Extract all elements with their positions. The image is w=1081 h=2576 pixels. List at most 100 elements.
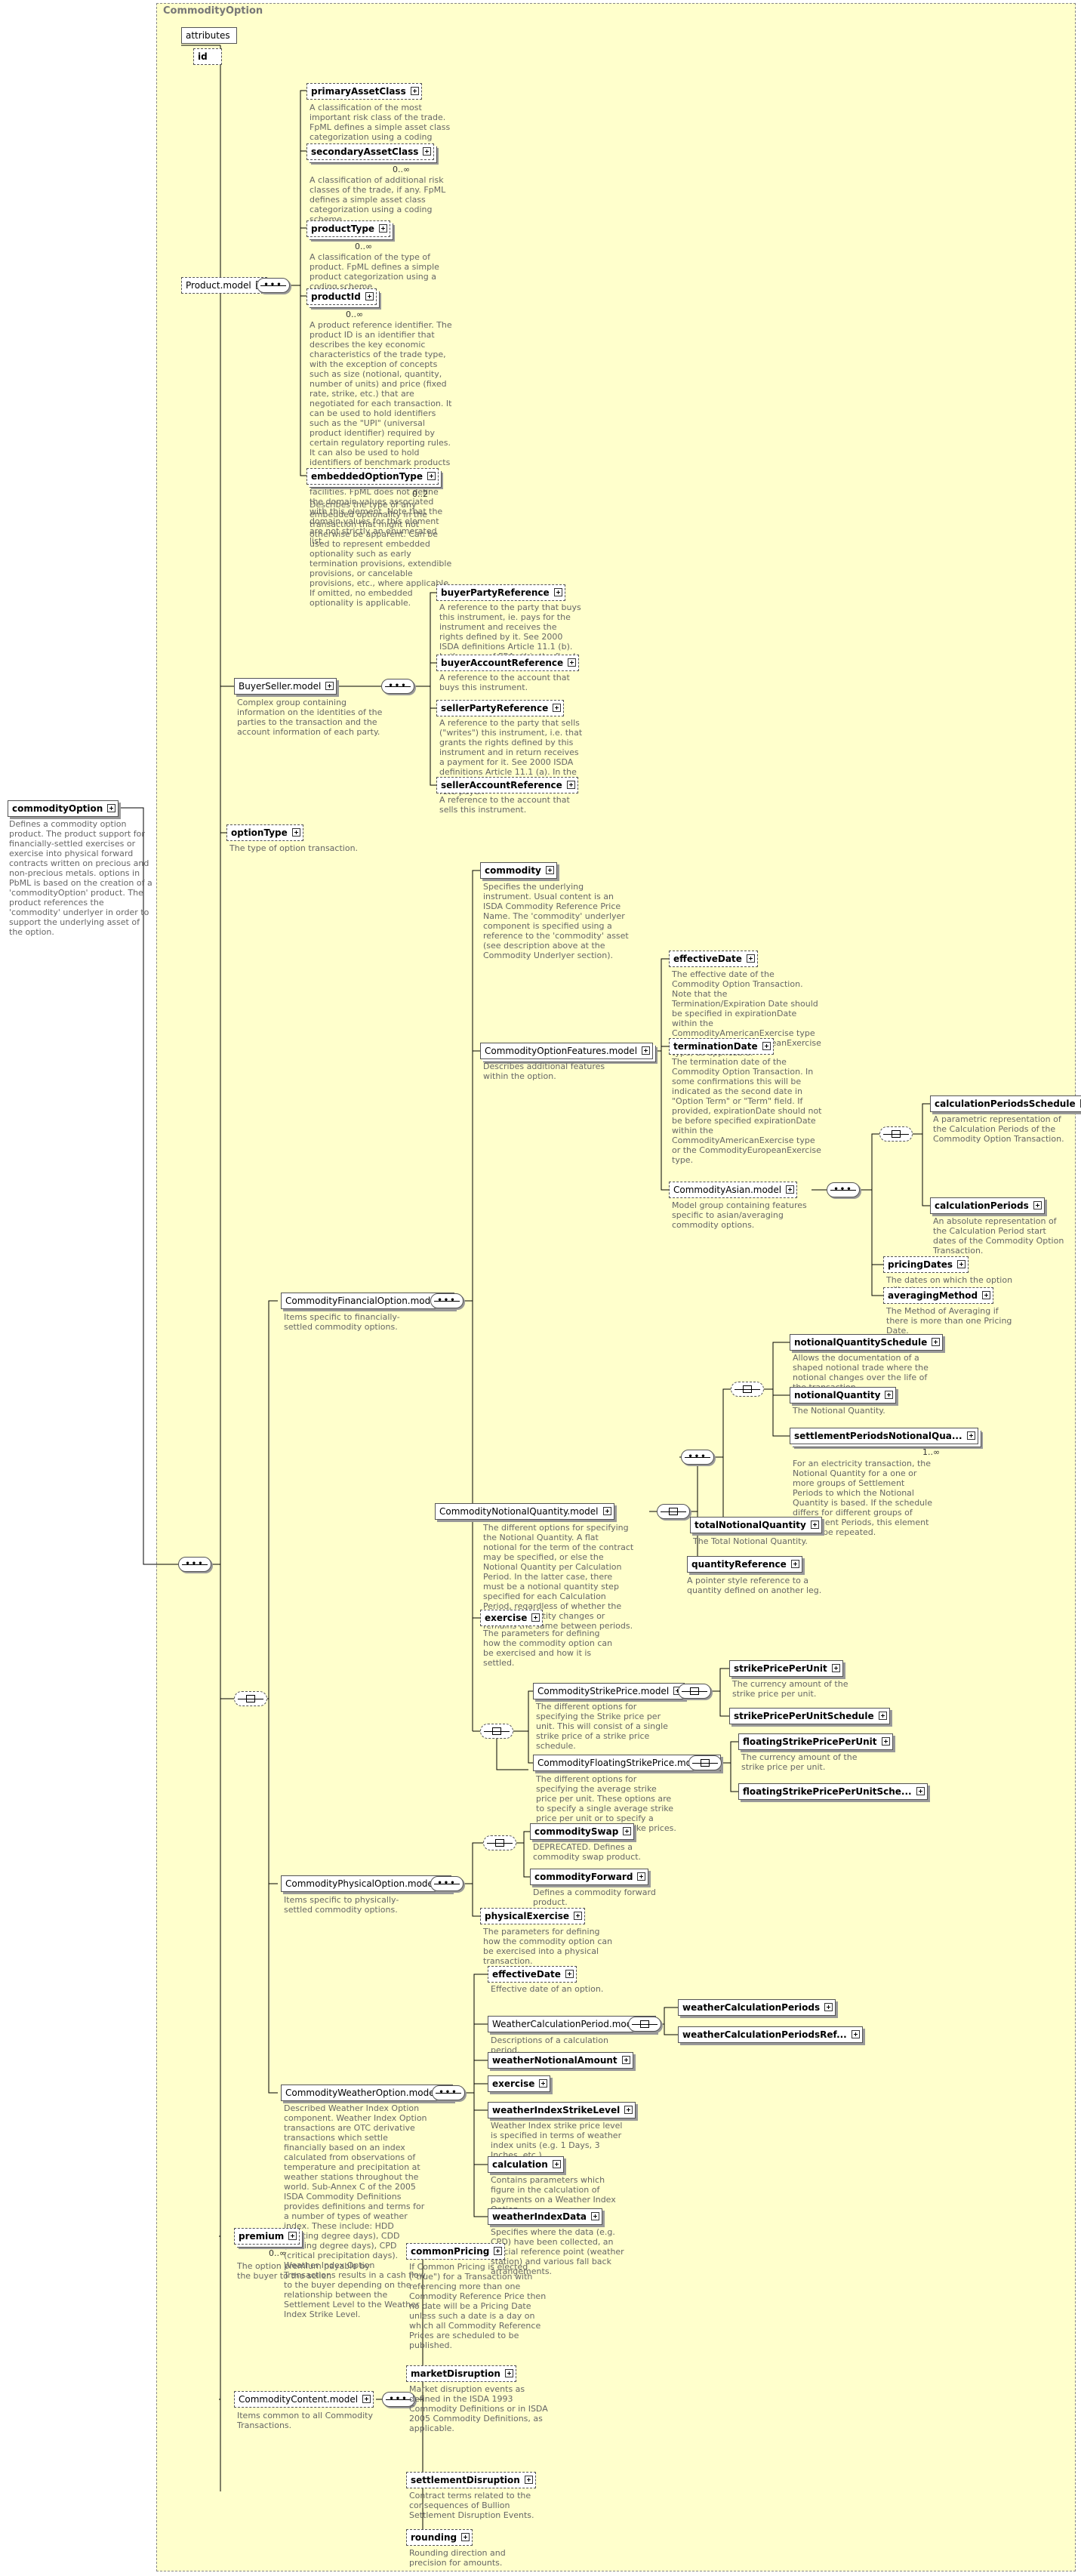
floating-strike-price-per-unit-schedule-node[interactable]: floatingStrikePricePerUnitSche... — [738, 1783, 928, 1800]
expand-icon[interactable] — [762, 1042, 771, 1050]
expand-icon[interactable] — [494, 2247, 503, 2255]
expand-icon[interactable] — [288, 2232, 297, 2240]
expand-icon[interactable] — [291, 828, 300, 837]
notional-quantity-model-group[interactable]: CommodityNotionalQuantity.model — [435, 1503, 614, 1520]
notional-quantity-schedule-node[interactable]: notionalQuantitySchedule — [790, 1334, 944, 1351]
expand-icon[interactable] — [325, 682, 334, 690]
physical-option-model-group[interactable]: CommodityPhysicalOption.model — [281, 1875, 452, 1892]
calculation-periods-node[interactable]: calculationPeriods — [930, 1197, 1045, 1214]
expand-icon[interactable] — [545, 866, 554, 874]
expand-icon[interactable] — [621, 2056, 630, 2064]
expand-icon[interactable] — [410, 87, 419, 95]
weather-index-data-node[interactable]: weatherIndexData — [488, 2208, 603, 2225]
market-disruption-node[interactable]: marketDisruption — [406, 2365, 516, 2382]
expand-icon[interactable] — [932, 1338, 941, 1346]
sequence-compositor[interactable]: ••• — [681, 1450, 714, 1465]
expand-icon[interactable] — [1079, 1099, 1081, 1108]
settlement-periods-notional-quantity-node[interactable]: settlementPeriodsNotionalQua... — [790, 1428, 978, 1444]
expand-icon[interactable] — [966, 1431, 975, 1440]
strike-price-per-unit-schedule-node[interactable]: strikePricePerUnitSchedule — [729, 1708, 890, 1724]
effective-date-node[interactable]: effectiveDate — [669, 951, 758, 967]
expand-icon[interactable] — [552, 2160, 561, 2168]
strike-price-model-group[interactable]: CommodityStrikePrice.model — [533, 1683, 685, 1699]
choice-compositor[interactable] — [678, 1684, 711, 1699]
calculation-node[interactable]: calculation — [488, 2156, 564, 2173]
sequence-compositor[interactable]: ••• — [382, 2392, 415, 2407]
buyer-seller-model-group[interactable]: BuyerSeller.model — [234, 678, 337, 695]
expand-icon[interactable] — [1033, 1201, 1042, 1209]
choice-compositor[interactable] — [480, 1724, 513, 1739]
expand-icon[interactable] — [746, 954, 755, 963]
expand-icon[interactable] — [957, 1260, 966, 1268]
expand-icon[interactable] — [566, 781, 575, 789]
option-type-node[interactable]: optionType — [226, 824, 303, 841]
expand-icon[interactable] — [831, 1664, 840, 1672]
weather-calculation-periods-node[interactable]: weatherCalculationPeriods — [678, 1999, 836, 2016]
choice-compositor[interactable] — [657, 1504, 690, 1519]
attribute-id[interactable]: id — [193, 48, 222, 65]
physical-exercise-node[interactable]: physicalExercise — [480, 1908, 586, 1924]
quantity-reference-node[interactable]: quantityReference — [687, 1556, 802, 1573]
common-pricing-node[interactable]: commonPricing — [406, 2243, 506, 2260]
buyer-party-reference-node[interactable]: buyerPartyReference — [436, 584, 565, 601]
choice-compositor[interactable] — [628, 2017, 661, 2032]
sequence-compositor[interactable]: ••• — [827, 1182, 860, 1197]
weather-effective-date-node[interactable]: effectiveDate — [488, 1966, 577, 1983]
expand-icon[interactable] — [423, 147, 432, 156]
sequence-compositor[interactable]: ••• — [257, 278, 290, 293]
asian-model-group[interactable]: CommodityAsian.model — [669, 1182, 798, 1198]
floating-strike-price-per-unit-node[interactable]: floatingStrikePricePerUnit — [738, 1733, 893, 1750]
buyer-account-reference-node[interactable]: buyerAccountReference — [436, 655, 580, 671]
expand-icon[interactable] — [565, 1970, 574, 1978]
termination-date-node[interactable]: terminationDate — [669, 1038, 774, 1055]
commodity-node[interactable]: commodity — [480, 862, 557, 879]
expand-icon[interactable] — [591, 2212, 600, 2220]
weather-exercise-node[interactable]: exercise — [488, 2075, 551, 2092]
expand-icon[interactable] — [790, 1560, 799, 1568]
expand-icon[interactable] — [539, 2079, 548, 2088]
floating-strike-price-model-group[interactable]: CommodityFloatingStrikePrice.model — [533, 1755, 722, 1771]
rounding-node[interactable]: rounding — [406, 2529, 473, 2546]
expand-icon[interactable] — [982, 1291, 991, 1299]
expand-icon[interactable] — [553, 588, 562, 596]
calculation-periods-schedule-node[interactable]: calculationPeriodsSchedule — [930, 1095, 1081, 1112]
attributes-group[interactable]: attributes — [181, 27, 237, 44]
pricing-dates-node[interactable]: pricingDates — [883, 1256, 969, 1273]
expand-icon[interactable] — [642, 1046, 651, 1055]
averaging-method-node[interactable]: averagingMethod — [883, 1287, 994, 1304]
expand-icon[interactable] — [916, 1787, 925, 1795]
expand-icon[interactable] — [574, 1912, 583, 1920]
expand-icon[interactable] — [107, 804, 116, 812]
expand-icon[interactable] — [461, 2533, 470, 2541]
product-type-node[interactable]: productType — [306, 220, 391, 237]
expand-icon[interactable] — [810, 1521, 819, 1529]
content-model-group[interactable]: CommodityContent.model — [234, 2391, 374, 2408]
expand-icon[interactable] — [602, 1507, 611, 1515]
expand-icon[interactable] — [524, 2476, 533, 2484]
root-element[interactable]: commodityOption — [8, 800, 119, 817]
weather-index-strike-level-node[interactable]: weatherIndexStrikeLevel — [488, 2102, 636, 2118]
expand-icon[interactable] — [365, 292, 374, 300]
choice-compositor[interactable] — [234, 1691, 267, 1706]
expand-icon[interactable] — [504, 2369, 513, 2377]
sequence-compositor[interactable]: ••• — [430, 1876, 464, 1891]
commodity-forward-node[interactable]: commodityForward — [530, 1869, 649, 1885]
option-features-model-group[interactable]: CommodityOptionFeatures.model — [480, 1043, 654, 1059]
seller-party-reference-node[interactable]: sellerPartyReference — [436, 700, 565, 716]
notional-quantity-node[interactable]: notionalQuantity — [790, 1387, 897, 1404]
expand-icon[interactable] — [568, 658, 577, 667]
expand-icon[interactable] — [362, 2395, 371, 2403]
choice-compositor[interactable] — [731, 1382, 764, 1397]
expand-icon[interactable] — [824, 2003, 833, 2011]
expand-icon[interactable] — [637, 1872, 646, 1881]
exercise-node[interactable]: exercise — [480, 1610, 544, 1626]
sequence-compositor[interactable]: ••• — [432, 2085, 465, 2100]
sequence-compositor[interactable]: ••• — [430, 1293, 464, 1308]
primary-asset-class-node[interactable]: primaryAssetClass — [306, 83, 422, 100]
financial-option-model-group[interactable]: CommodityFinancialOption.model — [281, 1293, 454, 1309]
sequence-compositor[interactable]: ••• — [381, 679, 414, 694]
weather-notional-amount-node[interactable]: weatherNotionalAmount — [488, 2052, 633, 2069]
weather-calculation-periods-reference-node[interactable]: weatherCalculationPeriodsRef... — [678, 2026, 863, 2043]
expand-icon[interactable] — [623, 1827, 632, 1835]
commodity-swap-node[interactable]: commoditySwap — [530, 1823, 635, 1840]
